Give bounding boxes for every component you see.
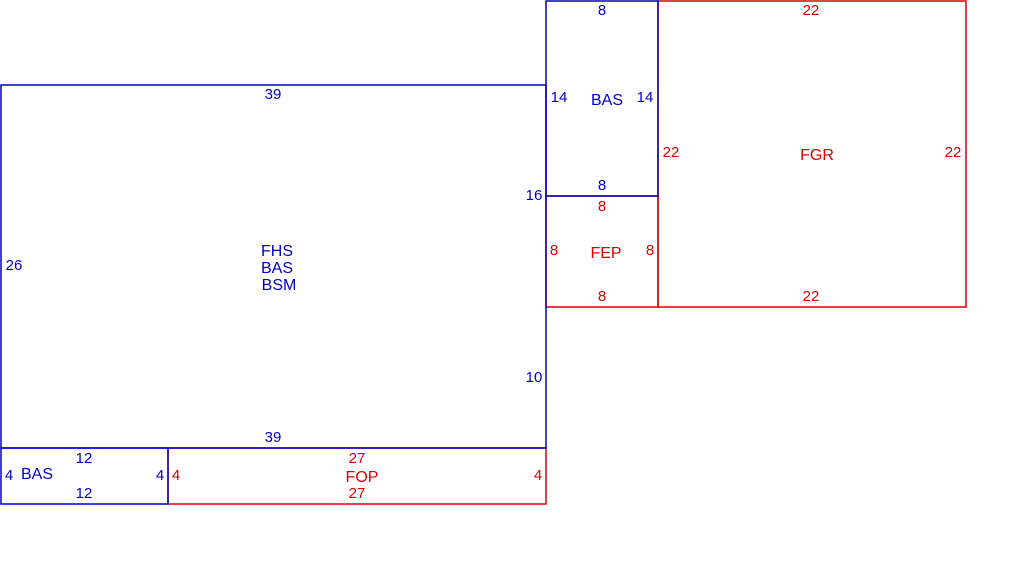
fgr-bottom-dimension: 22 (803, 288, 820, 305)
main-left-dimension: 26 (6, 257, 23, 274)
fgr-right-dimension: 22 (945, 144, 962, 161)
main-right-upper-dimension: 16 (526, 187, 543, 204)
fop-area: 27 27 4 4 FOP (167, 447, 547, 505)
upper-bas-code-label: BAS (591, 92, 623, 109)
main-top-dimension: 39 (265, 86, 282, 103)
upper-bas-bottom-dimension: 8 (598, 177, 606, 194)
lower-bas-right-dimension: 4 (156, 467, 164, 484)
upper-bas-outline (545, 0, 659, 197)
lower-bas-top-dimension: 12 (76, 450, 93, 467)
fop-right-dimension: 4 (534, 467, 542, 484)
main-right-lower-dimension: 10 (526, 369, 543, 386)
fgr-area: 22 22 22 22 FGR (657, 0, 967, 308)
fop-top-dimension: 27 (349, 450, 366, 467)
fgr-code-label: FGR (800, 147, 834, 164)
upper-bas-area: 8 8 14 14 BAS (545, 0, 659, 197)
main-code-label-1: FHS (261, 243, 293, 260)
upper-bas-left-dimension: 14 (551, 89, 568, 106)
main-bottom-dimension: 39 (265, 429, 282, 446)
lower-bas-left-dimension: 4 (5, 467, 13, 484)
fep-area: 8 8 8 8 FEP (545, 195, 659, 308)
fep-top-dimension: 8 (598, 198, 606, 215)
main-outline (0, 84, 547, 449)
main-code-label-3: BSM (262, 277, 297, 294)
fep-bottom-dimension: 8 (598, 288, 606, 305)
fep-code-label: FEP (590, 245, 621, 262)
main-area: 39 39 26 16 10 FHS BAS BSM (0, 84, 547, 449)
fep-right-dimension: 8 (646, 242, 654, 259)
lower-bas-bottom-dimension: 12 (76, 485, 93, 502)
main-code-label-2: BAS (261, 260, 293, 277)
upper-bas-right-dimension: 14 (637, 89, 654, 106)
fep-left-dimension: 8 (550, 242, 558, 259)
fgr-left-dimension: 22 (663, 144, 680, 161)
lower-bas-outline (0, 447, 169, 505)
fgr-top-dimension: 22 (803, 2, 820, 19)
fop-bottom-dimension: 27 (349, 485, 366, 502)
lower-bas-code-label: BAS (21, 466, 53, 483)
fop-code-label: FOP (346, 469, 379, 486)
lower-bas-area: 12 12 4 4 BAS (0, 447, 169, 505)
fop-left-dimension: 4 (172, 467, 180, 484)
upper-bas-top-dimension: 8 (598, 2, 606, 19)
